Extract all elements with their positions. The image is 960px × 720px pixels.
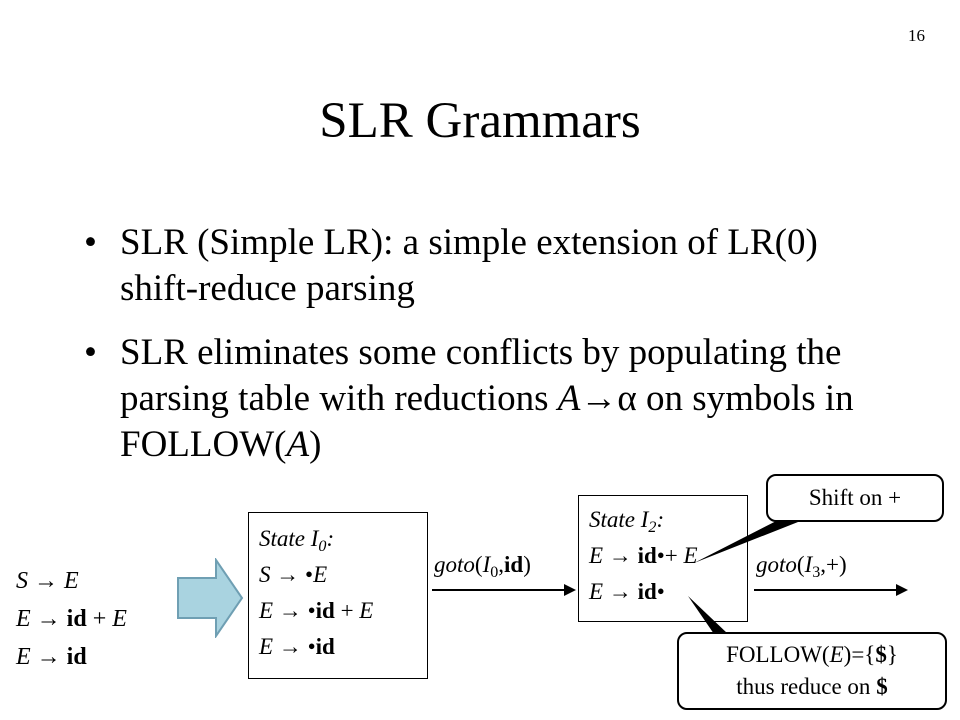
bullet-text-1: SLR (Simple LR): a simple extension of L… [120, 222, 818, 309]
bullet-marker-2: • [84, 332, 97, 373]
item: S → •E [259, 562, 328, 587]
grammar-rule: E → id [16, 644, 87, 670]
follow-callout-line1: FOLLOW(E)={$} [726, 642, 898, 667]
grammar-rule: S → E [16, 568, 79, 594]
follow-callout-pointer [688, 596, 728, 634]
item: E → id•+ E [589, 543, 698, 568]
shift-callout: Shift on + [766, 474, 944, 522]
bullet-marker-1: • [84, 222, 97, 263]
follow-callout-line2: thus reduce on $ [736, 674, 888, 699]
shift-callout-pointer [694, 514, 798, 563]
grammar-rules: S → E E → id + E E → id [16, 562, 127, 676]
state-i2-heading: State I2: [589, 507, 665, 536]
goto-i3-arrow-icon [754, 584, 908, 596]
state-i0-heading: State I0: [259, 526, 335, 555]
item: E → •id + E [259, 598, 374, 623]
grammar-rule: E → id + E [16, 606, 127, 632]
item: E → id• [589, 579, 665, 604]
bullet-text-2: SLR eliminates some conflicts by populat… [120, 332, 854, 465]
goto-i0-label: goto(I0,id) [434, 552, 531, 581]
block-arrow-icon [177, 558, 244, 638]
state-i2-box: State I2: E → id•+ E E → id• [578, 495, 748, 622]
goto-i3-label: goto(I3,+) [756, 552, 847, 581]
item: E → •id [259, 634, 335, 659]
page-number: 16 [908, 26, 925, 45]
follow-callout: FOLLOW(E)={$} thus reduce on $ [677, 632, 947, 710]
state-i0-box: State I0: S → •E E → •id + E E → •id [248, 512, 428, 679]
slide-title: SLR Grammars [319, 93, 641, 149]
goto-i0-arrow-icon [432, 584, 576, 596]
